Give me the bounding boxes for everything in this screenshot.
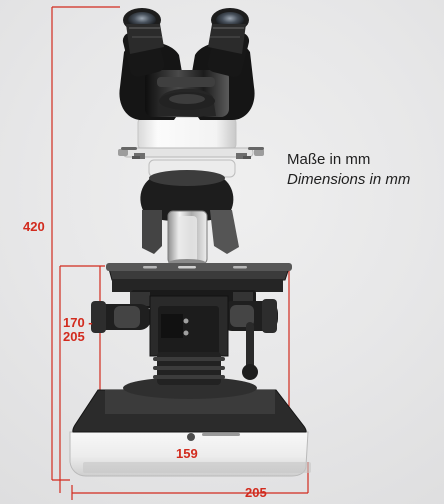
side-fasteners	[121, 147, 264, 159]
height-dimension-line	[51, 6, 120, 481]
height-dimension-label: 420	[23, 219, 45, 234]
head	[119, 8, 255, 120]
total-width-label: 205	[245, 485, 267, 500]
base-width-label: 159	[176, 446, 198, 461]
dimensions-note-german: Maße in mm	[287, 151, 371, 168]
dimensions-note-english: Dimensions in mm	[287, 171, 411, 188]
body-column	[149, 295, 229, 385]
stage-height-label: 170 - 205	[63, 315, 93, 344]
dimensions-note: Maße in mm Dimensions in mm	[287, 150, 410, 190]
focus-knobs	[91, 299, 278, 380]
objectives	[142, 210, 239, 267]
stage-height-line	[59, 265, 105, 493]
base	[69, 377, 311, 477]
arm	[118, 116, 264, 222]
